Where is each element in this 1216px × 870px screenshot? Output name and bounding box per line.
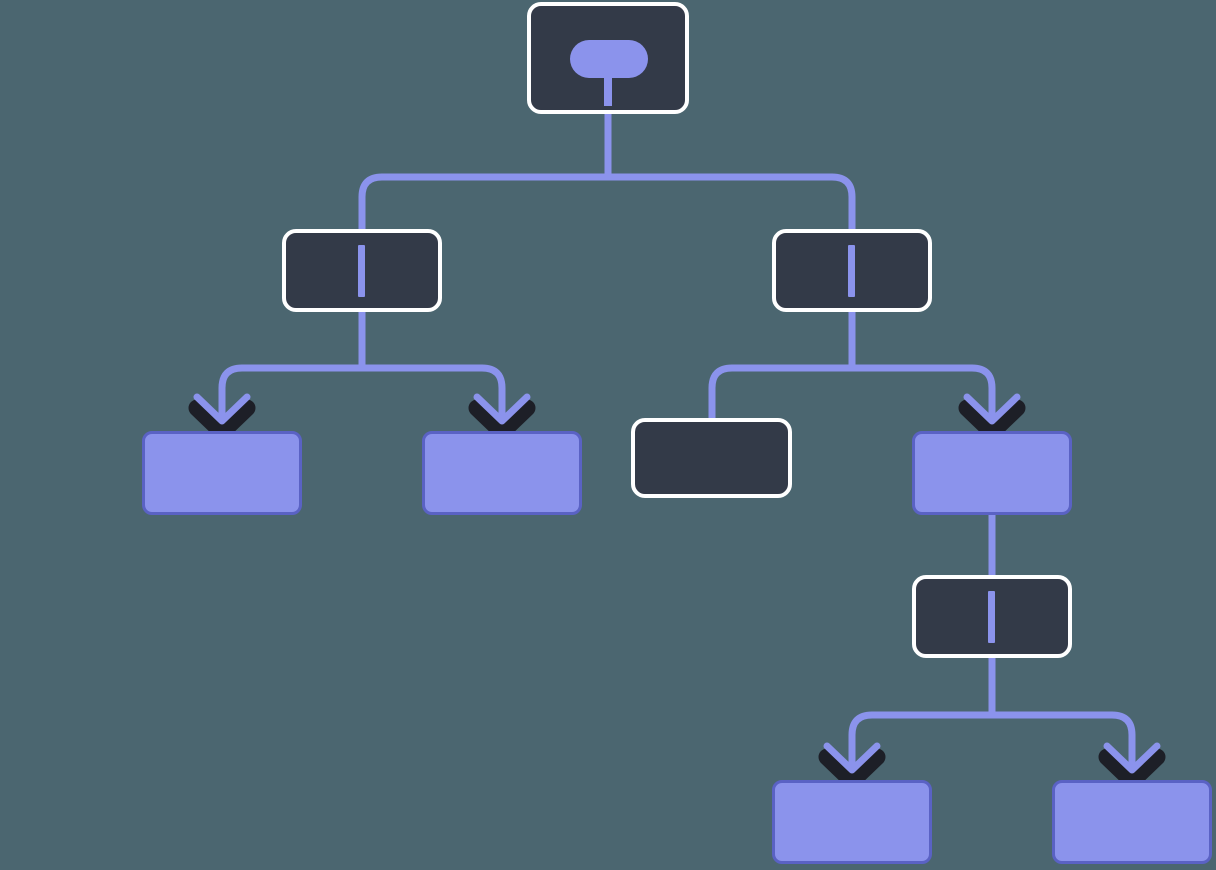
root-pill-badge (570, 40, 648, 78)
edge-level1-right-to-dark-node (708, 364, 852, 418)
level2-purple-branch-node[interactable] (912, 431, 1072, 515)
level2-dark-node[interactable] (631, 418, 792, 498)
edge-level3-to-leaf-a (848, 711, 992, 793)
level4-leaf-a[interactable] (772, 780, 932, 864)
edge-level1-left-to-leaf-a (218, 364, 362, 444)
level4-leaf-b[interactable] (1052, 780, 1212, 864)
edge-level1-right-to-purple-branch (852, 364, 996, 444)
edge-root-to-level1-left (358, 173, 608, 312)
node-inner-connector-line (988, 591, 995, 643)
edge-root-to-level1-right (608, 173, 856, 312)
level2-leaf-a[interactable] (142, 431, 302, 515)
edge-level1-left-to-leaf-b (362, 364, 506, 444)
node-inner-connector-line (848, 245, 855, 297)
root-pill-stem (604, 60, 612, 106)
node-inner-connector-line (358, 245, 365, 297)
level2-leaf-b[interactable] (422, 431, 582, 515)
edge-level3-to-leaf-b (992, 711, 1136, 793)
